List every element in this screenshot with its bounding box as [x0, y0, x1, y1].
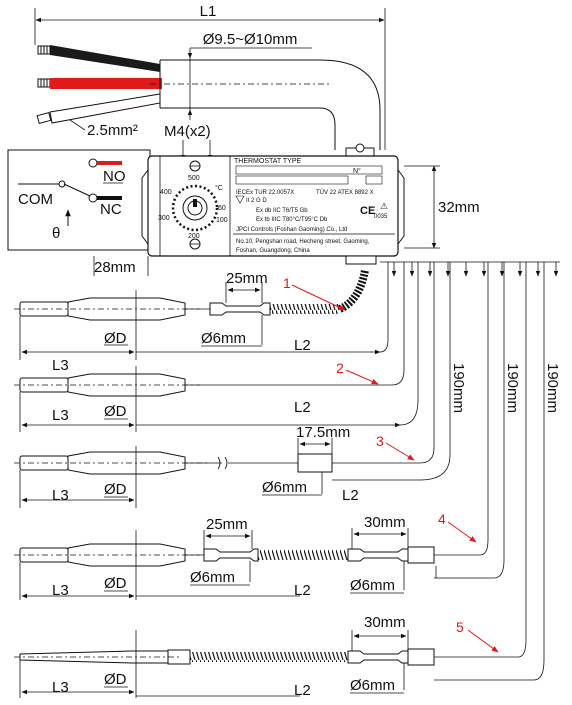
com-label: COM	[18, 191, 53, 208]
cable-dia-label: Ø9.5~Ø10mm	[203, 31, 298, 48]
probe3-17mm: 17.5mm	[296, 424, 350, 441]
probe4-L3: L3	[52, 582, 69, 599]
nc-label: NC	[100, 201, 122, 218]
probe3-L2: L2	[342, 487, 359, 504]
temperature-dial[interactable]	[171, 184, 219, 232]
dial-unit: °C	[215, 184, 223, 192]
probe-3: L3 ØD 17.5mm Ø6mm L2 3	[14, 262, 451, 508]
probe1-number: 1	[283, 275, 291, 291]
probe3-D: ØD	[104, 481, 127, 498]
probe2-L2: L2	[294, 399, 311, 416]
probe2-number: 2	[336, 360, 344, 376]
probe3-L3: L3	[52, 487, 69, 504]
no-label: NO	[103, 168, 126, 185]
warning-icon: ⚠	[380, 201, 388, 211]
dial-500: 500	[188, 175, 200, 182]
probe4-D: ØD	[104, 575, 127, 592]
probe-5: L3 ØD 30mm Ø6mm L2 5	[14, 262, 545, 699]
dial-200: 200	[188, 233, 200, 240]
plate-addr2: Foshan, Guangdong, China	[236, 248, 310, 254]
switch-schematic: NO COM NC θ	[7, 149, 151, 251]
dim-190mm-b: 190mm	[504, 363, 521, 413]
probe1-L2: L2	[294, 337, 311, 354]
probe5-L2: L2	[294, 682, 311, 699]
ce-number: 0035	[374, 214, 388, 220]
probe-1: L3 ØD 25mm Ø6mm L2 1	[14, 262, 389, 374]
plate-maker: JPCI Controls (Foshan Gaoming) Co., Ltd	[236, 227, 347, 233]
probe4-6mm-a: Ø6mm	[190, 569, 235, 586]
dial-60: 60	[218, 205, 226, 212]
probe1-6mm: Ø6mm	[201, 330, 246, 347]
probe2-L3: L3	[52, 407, 69, 424]
plate-dust: Ex tb IIIC T80°C/T95°C Db	[256, 217, 328, 223]
probe5-D: ØD	[104, 671, 127, 688]
plate-title: THERMOSTAT TYPE	[234, 158, 301, 165]
dim-190mm-a: 190mm	[450, 363, 467, 413]
nameplate: THERMOSTAT TYPE N° IECEx TUR 22.0057X TÜ…	[233, 158, 395, 254]
probe1-D: ØD	[104, 330, 127, 347]
wire-white	[36, 93, 161, 125]
probe3-6mm: Ø6mm	[262, 479, 307, 496]
probe5-30mm: 30mm	[364, 614, 406, 631]
plate-n: N°	[353, 167, 361, 175]
dial-100: 100	[216, 217, 228, 224]
dial-300: 300	[158, 215, 170, 222]
probe5-6mm: Ø6mm	[350, 677, 395, 694]
probe1-25mm: 25mm	[226, 270, 268, 287]
theta-label: θ	[52, 225, 60, 242]
cable-section: L1 2.5mm² Ø9.5~Ø10mm	[34, 3, 386, 150]
plate-iecex: IECEx TUR 22.0057X	[236, 190, 294, 196]
probe-4: L3 ØD 25mm Ø6mm 30mm Ø6mm L2 4	[14, 262, 505, 600]
dim-190mm-c: 190mm	[544, 363, 561, 413]
wire-red	[37, 78, 162, 89]
probe4-number: 4	[438, 511, 446, 527]
probe3-number: 3	[376, 433, 384, 449]
screw-label: M4(x2)	[164, 123, 211, 140]
probe5-number: 5	[456, 619, 464, 635]
probe4-6mm-b: Ø6mm	[350, 577, 395, 594]
plate-group: II 2 G D	[246, 198, 267, 204]
thermostat-housing: M4(x2) °C 500 400 60 300 100	[93, 123, 560, 277]
ex-mark-icon	[235, 195, 245, 204]
height-label: 32mm	[438, 199, 480, 216]
probe4-30mm: 30mm	[364, 514, 406, 531]
ce-mark: CE	[360, 205, 375, 217]
plate-addr1: No.10, Pengshan road, Hecheng street, Ga…	[236, 239, 370, 245]
dial-400: 400	[160, 189, 172, 196]
probe4-25mm: 25mm	[206, 516, 248, 533]
plate-gas: Ex db IIC T6/T5 Gb	[256, 208, 308, 214]
wire-black	[37, 45, 160, 72]
wire-size-label: 2.5mm²	[87, 122, 138, 139]
dim-28mm: 28mm	[94, 259, 136, 276]
outer-cable	[160, 59, 381, 150]
probe1-L3: L3	[52, 357, 69, 374]
probe5-L3: L3	[52, 679, 69, 696]
dim-L1: L1	[200, 3, 217, 20]
plate-atex: TÜV 22 ATEX 8892 X	[316, 189, 374, 196]
probe2-D: ØD	[104, 403, 127, 420]
probe-2: L3 ØD L2 2	[14, 262, 419, 432]
probe4-L2: L2	[294, 582, 311, 599]
